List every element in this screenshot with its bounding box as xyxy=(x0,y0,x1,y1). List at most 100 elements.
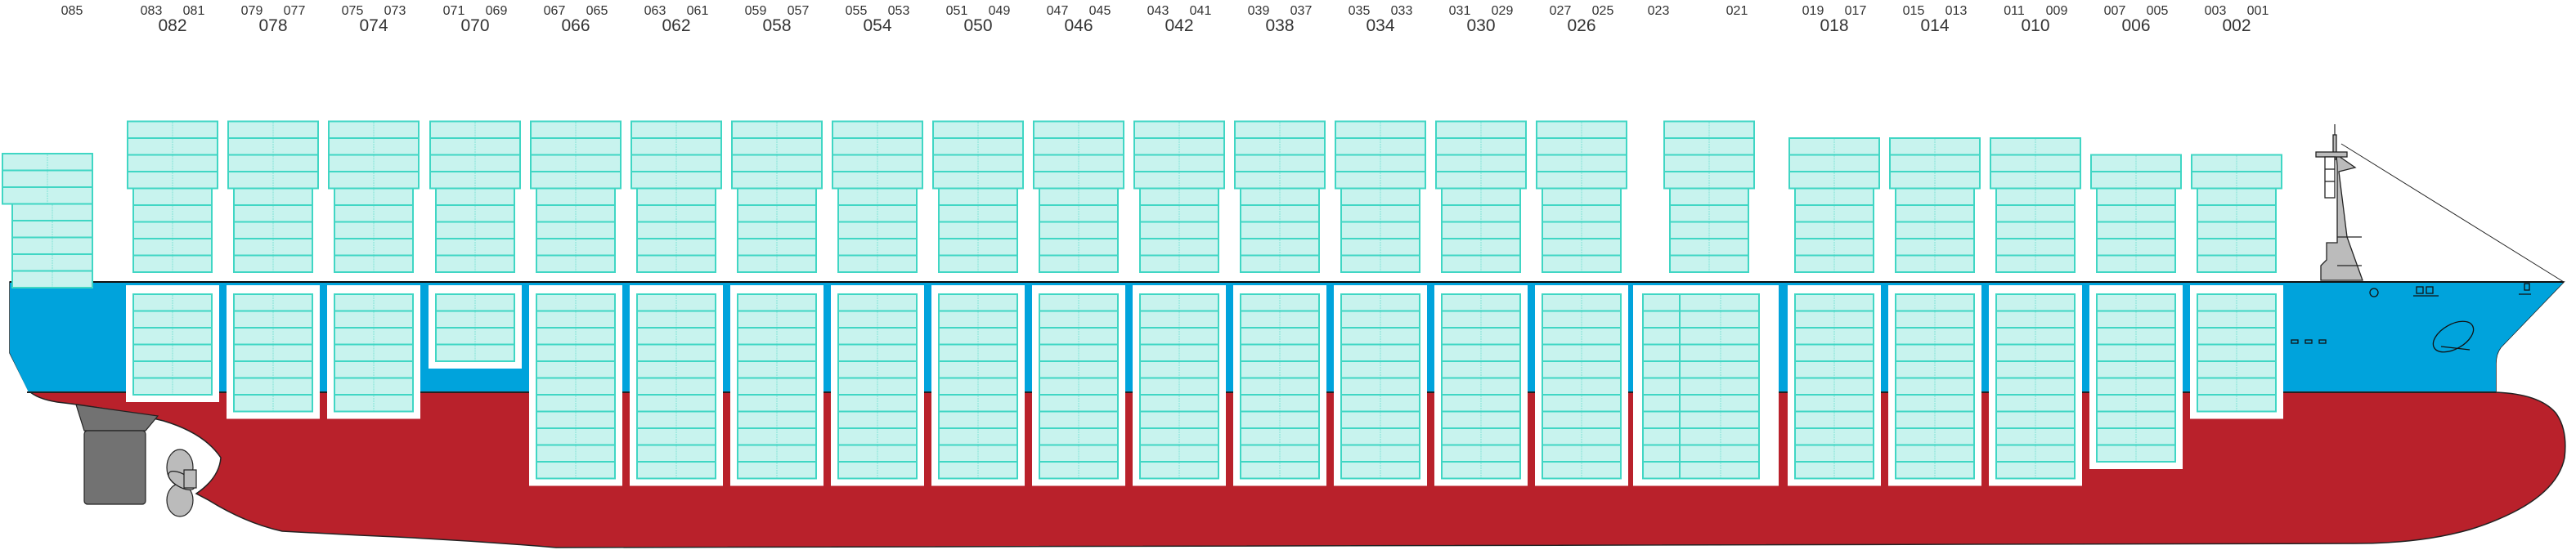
cargo-hold xyxy=(1535,285,1628,486)
cargo-hold xyxy=(1233,285,1326,486)
hawse-ring-icon xyxy=(2369,288,2379,297)
hold-container xyxy=(1642,310,1760,329)
bay-label-odd-fwd: 049 xyxy=(989,4,1011,18)
hold-container xyxy=(1642,360,1760,379)
bay-label-odd-aft: 015 xyxy=(1903,4,1925,18)
bay-label-40ft: 010 xyxy=(2021,16,2049,35)
bay-label-odd-fwd: 077 xyxy=(284,4,306,18)
cargo-hold xyxy=(630,285,723,486)
cargo-hold xyxy=(730,285,824,486)
cargo-hold xyxy=(931,285,1025,486)
deck-stack xyxy=(1435,120,1527,273)
bay-label-odd-aft: 039 xyxy=(1248,4,1270,18)
cargo-hold xyxy=(227,285,320,419)
cargo-hold xyxy=(327,285,420,419)
bay-label-40ft: 058 xyxy=(762,16,791,35)
anchor-icon xyxy=(2432,320,2475,353)
cargo-hold xyxy=(2190,285,2283,419)
bay-label-odd-fwd: 017 xyxy=(1845,4,1867,18)
deck-stack xyxy=(2090,154,2182,273)
bay-label-odd-fwd: 041 xyxy=(1190,4,1212,18)
bay-label-odd-fwd: 085 xyxy=(61,4,83,18)
bay-label-odd-fwd: 009 xyxy=(2046,4,2068,18)
bay-label-40ft: 038 xyxy=(1265,16,1294,35)
cargo-hold xyxy=(429,285,522,369)
deck-stack xyxy=(731,120,823,273)
bay-label-40ft: 030 xyxy=(1466,16,1495,35)
cargo-hold xyxy=(126,285,219,402)
hold-container xyxy=(1642,461,1760,480)
bay-label-odd-fwd: 013 xyxy=(1945,4,1968,18)
deck-stack xyxy=(2191,154,2282,273)
bay-label-40ft: 054 xyxy=(863,16,891,35)
deck-stack xyxy=(932,120,1024,273)
bay-label-40ft: 078 xyxy=(258,16,287,35)
deck-stack xyxy=(1889,137,1981,273)
bay-label-40ft: 006 xyxy=(2121,16,2150,35)
bay-label-odd-fwd: 033 xyxy=(1391,4,1413,18)
hold-container xyxy=(1642,427,1760,446)
bay-label-odd-aft: 047 xyxy=(1047,4,1069,18)
bay-label-40ft: 062 xyxy=(662,16,690,35)
cargo-holds xyxy=(126,285,2283,486)
deck-stacks xyxy=(2,120,2282,288)
deck-stack xyxy=(328,120,420,273)
bay-label-40ft: 082 xyxy=(158,16,186,35)
bay-label-odd-fwd: 073 xyxy=(384,4,406,18)
bay-label-odd-fwd: 061 xyxy=(687,4,709,18)
bay-label-40ft: 066 xyxy=(561,16,590,35)
cargo-hold xyxy=(1434,285,1528,486)
deck-stack xyxy=(832,120,923,273)
bay-label-odd-fwd: 053 xyxy=(888,4,910,18)
bay-label-odd-fwd: 057 xyxy=(788,4,810,18)
bay-label-odd-fwd: 045 xyxy=(1089,4,1111,18)
cargo-hold xyxy=(1133,285,1226,486)
bay-label-odd-aft: 055 xyxy=(846,4,868,18)
cargo-hold xyxy=(1788,285,1881,486)
bay-label-odd-aft: 067 xyxy=(544,4,566,18)
deck-stack xyxy=(1663,120,1755,273)
deck-stack xyxy=(2,153,93,288)
deck-stack xyxy=(1234,120,1326,273)
bay-label-odd-aft: 003 xyxy=(2205,4,2227,18)
bay-label-odd-aft: 019 xyxy=(1802,4,1824,18)
deck-stack xyxy=(1133,120,1225,273)
bay-label-odd-aft: 075 xyxy=(342,4,364,18)
rudder xyxy=(75,404,159,505)
hold-container xyxy=(1642,410,1760,429)
bay-label-odd-aft: 011 xyxy=(2004,4,2025,18)
bay-label-odd-aft: 035 xyxy=(1349,4,1371,18)
deck-stack xyxy=(1990,137,2081,273)
hold-container xyxy=(1642,293,1760,312)
bay-label-odd-fwd: 037 xyxy=(1290,4,1313,18)
cargo-hold xyxy=(2089,285,2183,469)
deck-stack xyxy=(1536,120,1627,273)
propeller-icon xyxy=(166,449,197,517)
bay-label-odd-aft: 063 xyxy=(644,4,666,18)
hold-container xyxy=(1642,343,1760,362)
bay-label-odd-fwd: 021 xyxy=(1726,4,1748,18)
bay-label-odd-fwd: 001 xyxy=(2247,4,2269,18)
forecastle-mast xyxy=(2315,124,2565,283)
deck-stack xyxy=(1335,120,1426,273)
bay-label-40ft: 070 xyxy=(460,16,489,35)
bay-label-40ft: 074 xyxy=(359,16,388,35)
bay-label-odd-fwd: 029 xyxy=(1492,4,1514,18)
bay-label-40ft: 042 xyxy=(1165,16,1193,35)
bay-label-odd-aft: 059 xyxy=(745,4,767,18)
bay-label-odd-aft: 043 xyxy=(1147,4,1169,18)
bay-label-40ft: 014 xyxy=(1920,16,1949,35)
hold-container xyxy=(1642,377,1760,396)
bay-label-40ft: 034 xyxy=(1366,16,1394,35)
cargo-hold xyxy=(1334,285,1427,486)
deck-stack xyxy=(429,120,521,273)
bay-label-odd-aft: 079 xyxy=(241,4,263,18)
bay-label-odd-fwd: 081 xyxy=(183,4,205,18)
cargo-hold xyxy=(1032,285,1125,486)
deck-stack xyxy=(1788,137,1880,273)
bay-label-odd-aft: 027 xyxy=(1550,4,1572,18)
hold-container xyxy=(1642,327,1760,346)
bay-label-odd-fwd: 005 xyxy=(2147,4,2169,18)
